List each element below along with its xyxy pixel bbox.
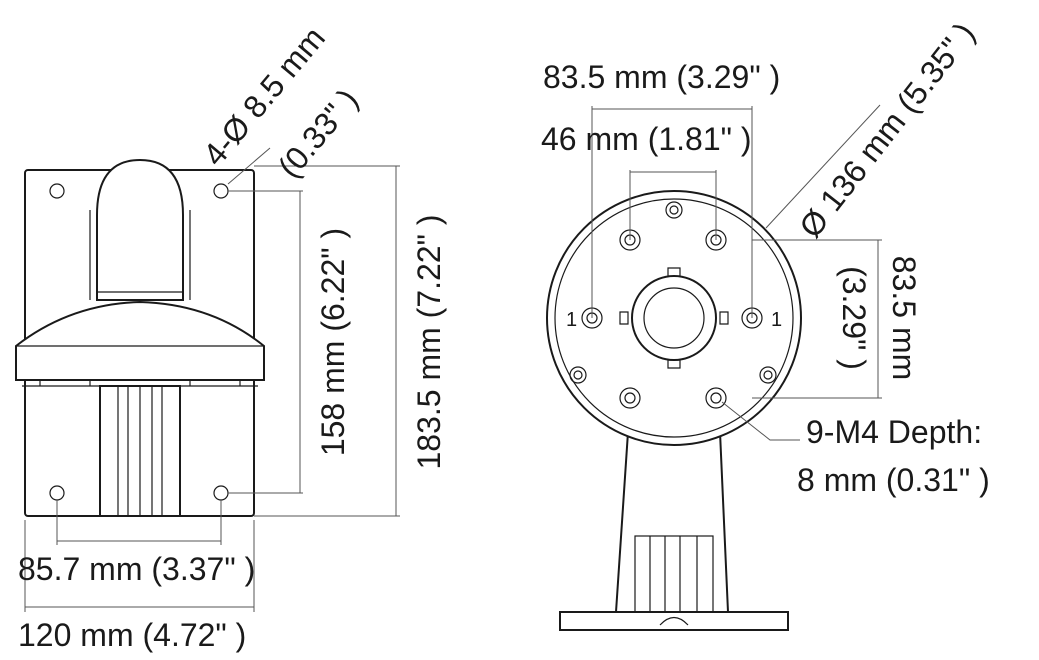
hole-mark-left: 1 xyxy=(566,309,577,331)
mount-disc xyxy=(546,190,802,446)
top-view: 1 1 83.5 mm (3.29" ) 46 mm (1.81" ) Ø 13… xyxy=(541,16,990,631)
arm-dome xyxy=(96,158,184,301)
vertical-spacing-bottom: (3.29" ) xyxy=(836,266,872,370)
thread-spec-line2: 8 mm (0.31" ) xyxy=(797,462,990,498)
bracket-stem xyxy=(614,431,730,613)
height-outer-dim: 183.5 mm (7.22" ) xyxy=(411,214,447,469)
outer-spacing-dim: 83.5 mm (3.29" ) xyxy=(543,59,780,95)
mount-hole-top-left xyxy=(49,183,65,199)
mount-hole-top-right xyxy=(213,183,229,199)
side-view: 4-Ø 8.5 mm (0.33" ) 158 mm (6.22" ) 183.… xyxy=(15,20,447,653)
arm-hood xyxy=(15,300,265,381)
base-flange xyxy=(559,611,789,631)
inner-spacing-dim: 46 mm (1.81" ) xyxy=(541,121,752,157)
vertical-spacing-top: 83.5 mm xyxy=(886,256,922,380)
height-inner-dim: 158 mm (6.22" ) xyxy=(315,228,351,456)
hole-mark-right: 1 xyxy=(771,309,782,331)
width-inner-dim: 85.7 mm (3.37" ) xyxy=(18,551,255,587)
diameter-dim: Ø 136 mm (5.35" ) xyxy=(792,16,982,245)
width-outer-dim: 120 mm (4.72" ) xyxy=(18,617,246,653)
mount-hole-bottom-left xyxy=(49,485,65,501)
mount-hole-bottom-right xyxy=(213,485,229,501)
thread-spec-line1: 9-M4 Depth: xyxy=(806,414,982,450)
